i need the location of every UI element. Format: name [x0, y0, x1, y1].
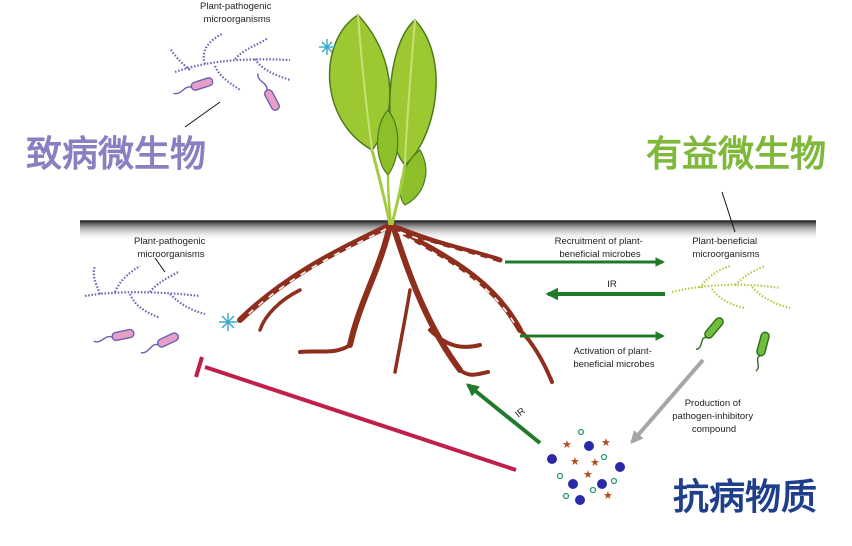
beneficial-cell	[692, 315, 726, 353]
pathogen-cell	[171, 76, 215, 98]
beneficial-cell	[751, 330, 771, 373]
pathogen-top-label: Plant-pathogenic microorganisms	[200, 1, 274, 25]
cjk-antimicrobial-label: 抗病物质	[673, 476, 817, 518]
pointer-line	[721, 191, 736, 233]
root-system	[237, 222, 554, 384]
exudate-arrows	[243, 228, 517, 327]
svg-text:★: ★	[590, 456, 600, 469]
pointer-line	[184, 101, 221, 128]
svg-text:★: ★	[570, 455, 580, 468]
infection-spark-top	[319, 39, 335, 55]
activation-label: Activation of plant- beneficial microbes	[573, 346, 655, 370]
svg-text:★: ★	[601, 436, 611, 449]
production-arrow	[630, 358, 705, 444]
pathogen-cluster-top	[169, 33, 291, 91]
svg-text:★: ★	[583, 468, 593, 481]
beneficial-cluster	[671, 264, 791, 310]
svg-text:★: ★	[603, 489, 613, 502]
cjk-pathogenic-label: 致病微生物	[26, 134, 206, 175]
ir-diagonal-arrow	[466, 383, 542, 445]
ir-top-label: IR	[607, 279, 617, 290]
inhibition-bar	[194, 356, 204, 378]
antimicrobial-compounds: ★ ★ ★ ★ ★ ★	[547, 428, 625, 505]
pathogen-left-label: Plant-pathogenic microorganisms	[134, 236, 208, 260]
plant-shoot	[328, 14, 437, 226]
infection-spark-left	[219, 313, 237, 331]
soil-surface	[80, 221, 816, 241]
ir-diagonal-label: IR	[513, 406, 527, 421]
recruitment-label: Recruitment of plant- beneficial microbe…	[555, 236, 646, 260]
pathogen-cell	[138, 331, 181, 358]
pathogen-cell	[92, 328, 136, 346]
svg-text:★: ★	[562, 438, 572, 451]
beneficial-label: Plant-beneficial microorganisms	[692, 236, 760, 260]
pathogen-cell	[253, 70, 282, 113]
inhibition-line	[204, 365, 517, 472]
production-label: Production of pathogen-inhibitory compou…	[672, 398, 755, 435]
pathogen-cluster-left	[84, 265, 206, 320]
pointer-line	[154, 257, 166, 273]
cjk-beneficial-label: 有益微生物	[646, 134, 826, 175]
